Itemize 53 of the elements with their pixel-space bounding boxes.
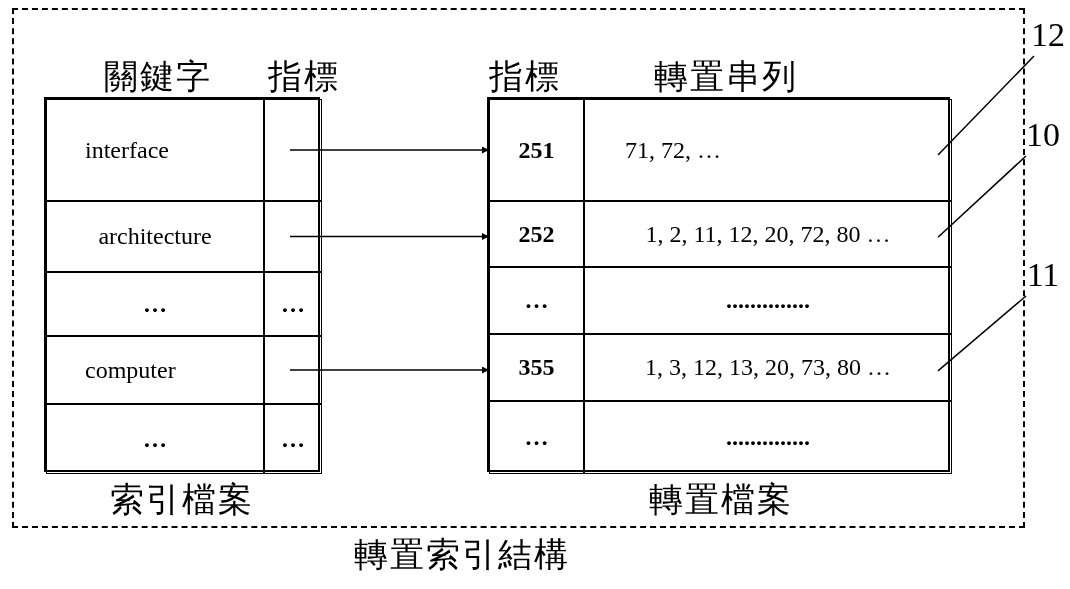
cell-text: … xyxy=(281,290,305,318)
arrow xyxy=(289,146,490,154)
cell-text: … xyxy=(143,425,167,453)
table-cell xyxy=(489,401,584,474)
cell-text: .............. xyxy=(726,424,810,451)
callout-number: 10 xyxy=(1020,110,1066,160)
table-cell xyxy=(46,201,264,272)
cell-text: .............. xyxy=(726,287,810,314)
cell-text: … xyxy=(524,287,549,314)
table-cell xyxy=(584,334,952,401)
table-cell xyxy=(584,401,952,474)
arrow xyxy=(289,233,490,240)
table-caption: 索引檔案 xyxy=(110,480,254,520)
pointer-cell xyxy=(264,201,322,272)
table-cell xyxy=(489,334,584,401)
table-cell xyxy=(264,404,322,474)
cell-text: … xyxy=(281,425,305,453)
cell-text: … xyxy=(143,290,167,318)
cell-text: 1, 2, 11, 12, 20, 72, 80 … xyxy=(645,220,891,248)
table-caption: 轉置檔案 xyxy=(649,480,793,520)
leader-line xyxy=(937,55,1035,156)
table-cell xyxy=(489,267,584,334)
column-header: 指標 xyxy=(268,57,340,97)
pointer-cell xyxy=(264,99,322,201)
callout-number: 11 xyxy=(1020,250,1066,300)
arrow xyxy=(289,366,490,374)
cell-text: 251 xyxy=(518,136,555,164)
cell-text: 355 xyxy=(518,354,555,381)
table-cell xyxy=(584,99,952,201)
structure-title: 轉置索引結構 xyxy=(354,535,570,575)
table-cell xyxy=(46,336,264,404)
cell-text: 71, 72, … xyxy=(625,136,721,164)
table-cell xyxy=(46,272,264,336)
table-cell xyxy=(46,404,264,474)
table-cell xyxy=(264,272,322,336)
column-header: 轉置串列 xyxy=(654,57,798,97)
table-cell xyxy=(584,267,952,334)
cell-text: 1, 3, 12, 13, 20, 73, 80 … xyxy=(645,354,891,381)
table-cell xyxy=(489,201,584,267)
leader-line xyxy=(937,155,1027,239)
table-cell xyxy=(489,99,584,201)
cell-text: computer xyxy=(85,356,176,384)
cell-text: architecture xyxy=(98,223,212,250)
column-header: 指標 xyxy=(489,57,561,97)
callout-number: 12 xyxy=(1028,10,1068,60)
column-header: 關鍵字 xyxy=(104,57,212,97)
pointer-cell xyxy=(264,336,322,404)
cell-text: … xyxy=(524,424,549,451)
leader-line xyxy=(937,295,1027,372)
cell-text: 252 xyxy=(518,220,555,248)
cell-text: interface xyxy=(85,136,169,164)
table-cell xyxy=(46,99,264,201)
table-cell xyxy=(584,201,952,267)
